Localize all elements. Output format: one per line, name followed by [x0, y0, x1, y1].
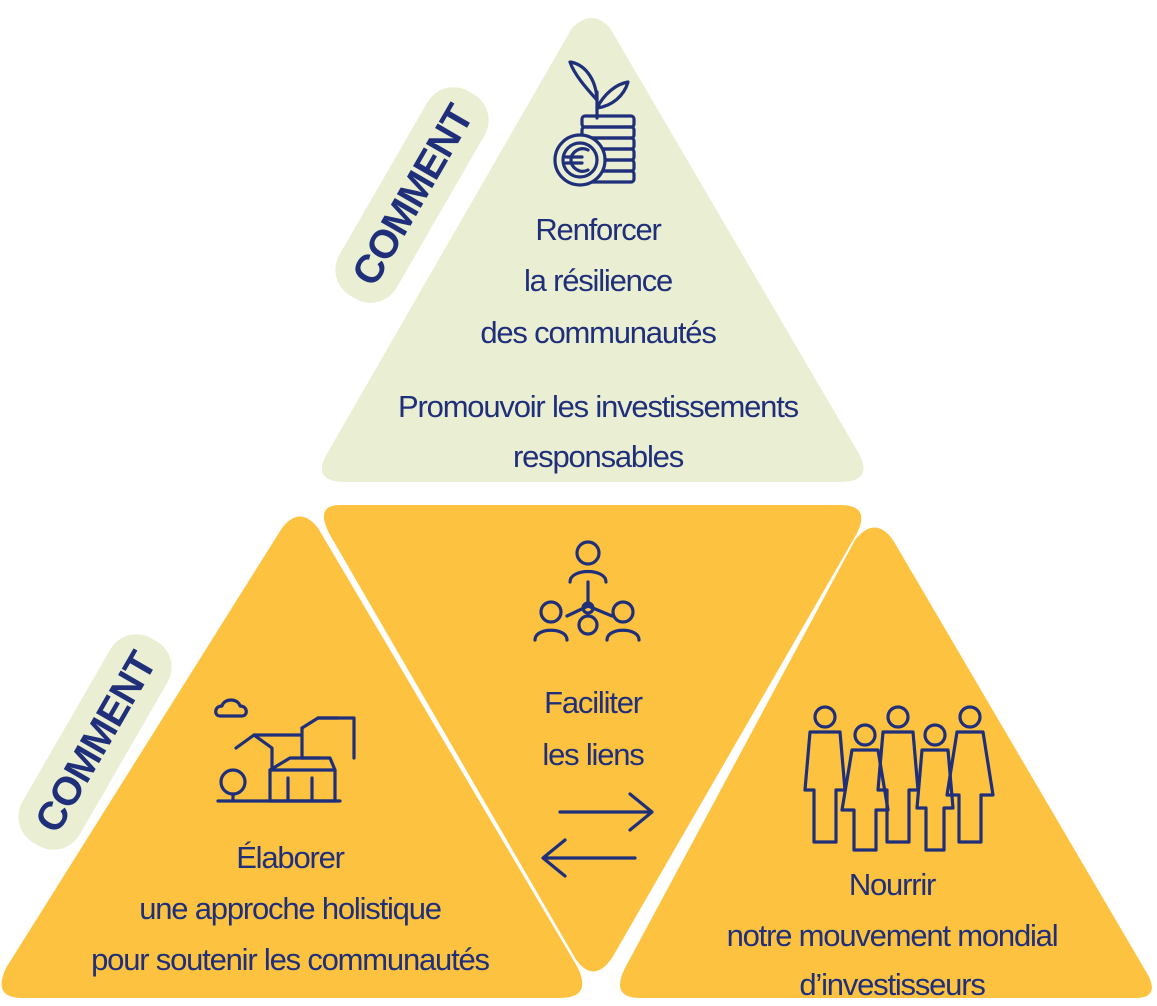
- community-houses-icon: [214, 698, 356, 803]
- euro-coins-plant-icon: [553, 60, 636, 187]
- top-line-2: la résilience: [524, 263, 672, 298]
- right-line-2: notre mouvement mondial: [727, 918, 1058, 953]
- top-line-1: Renforcer: [535, 212, 661, 247]
- top-triangle: [321, 18, 864, 482]
- left-line-3: pour soutenir les communautés: [91, 942, 489, 977]
- left-line-2: une approche holistique: [139, 891, 441, 926]
- exchange-arrows-icon: [541, 792, 654, 878]
- right-line-3: d’investisseurs: [799, 967, 985, 1002]
- right-line-1: Nourrir: [849, 867, 936, 902]
- top-line-5: responsables: [513, 439, 684, 474]
- top-line-3: des communautés: [480, 315, 716, 350]
- right-triangle: [620, 527, 1152, 998]
- left-line-1: Élaborer: [236, 840, 344, 875]
- middle-line-1: Faciliter: [544, 685, 643, 720]
- middle-line-2: les liens: [542, 737, 644, 772]
- group-of-people-icon: [803, 705, 995, 852]
- network-people-icon: [533, 540, 641, 642]
- middle-triangle: [323, 505, 862, 972]
- top-line-4: Promouvoir les investissements: [398, 389, 799, 424]
